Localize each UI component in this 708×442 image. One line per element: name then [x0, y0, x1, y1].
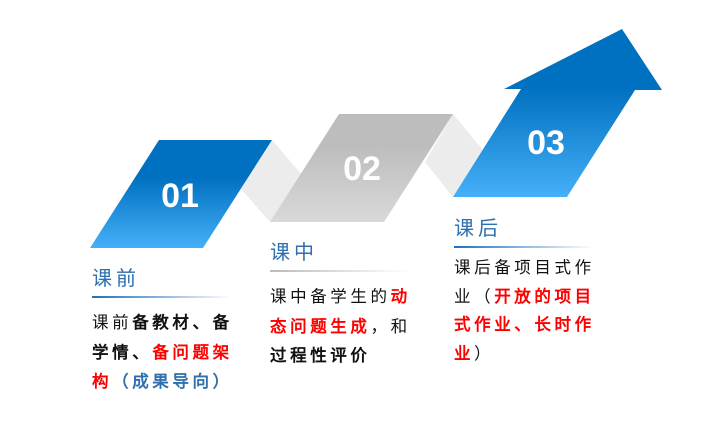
text-segment: 态问题生成	[270, 316, 371, 336]
text-segment: 过程性评价	[270, 346, 371, 365]
body-line: 业（开放的项目	[454, 283, 595, 312]
text-segment: 课后备项目式作	[454, 258, 595, 277]
text-segment: 备教材、备	[132, 313, 233, 332]
body-line: 学情、备问题架	[92, 338, 233, 368]
step-03-section: 课后 课后备项目式作业（开放的项目式作业、长时作业）	[454, 216, 595, 368]
text-segment: 业	[454, 343, 475, 363]
text-segment: 课前	[92, 313, 133, 332]
body-line: 态问题生成，和	[270, 312, 411, 342]
text-segment: 课中备学生的	[270, 287, 391, 306]
body-line: 课后备项目式作	[454, 254, 595, 283]
step-01-title: 课前	[92, 266, 140, 290]
step-03-divider	[454, 246, 594, 248]
body-line: 业）	[454, 340, 595, 369]
text-segment: 动	[390, 287, 411, 306]
step-01-section: 课前 课前备教材、备学情、备问题架构（成果导向）	[92, 266, 233, 397]
step-01-number: 01	[161, 177, 199, 215]
text-segment: 业（	[454, 286, 495, 306]
step-02-divider	[270, 270, 410, 272]
step-01-body: 课前备教材、备学情、备问题架构（成果导向）	[92, 308, 233, 397]
step-03-number: 03	[527, 124, 565, 162]
text-segment: ）	[474, 343, 495, 363]
step-01-divider	[92, 296, 232, 298]
step-02-title: 课中	[270, 240, 318, 264]
step-02-shape	[270, 114, 453, 222]
text-segment: 开放的项目	[494, 286, 595, 306]
step-01-shape	[90, 140, 272, 248]
text-segment: 式作业、长时作	[454, 315, 595, 334]
body-line: 式作业、长时作	[454, 311, 595, 340]
connector-2-3	[425, 114, 483, 197]
body-line: 课前备教材、备	[92, 308, 233, 338]
text-segment: ，和	[370, 316, 411, 336]
connector-1-2	[241, 140, 303, 222]
step-02-body: 课中备学生的动态问题生成，和过程性评价	[270, 282, 411, 371]
step-02-number: 02	[343, 150, 381, 188]
text-segment: （成果导向）	[112, 372, 233, 391]
body-line: 过程性评价	[270, 341, 411, 371]
step-03-arrow-shape	[453, 29, 662, 197]
body-line: 构（成果导向）	[92, 367, 233, 397]
body-line: 课中备学生的动	[270, 282, 411, 312]
text-segment: 备问题架	[152, 342, 233, 362]
step-03-body: 课后备项目式作业（开放的项目式作业、长时作业）	[454, 254, 595, 368]
step-03-title: 课后	[454, 216, 502, 240]
text-segment: 学情、	[92, 342, 153, 362]
text-segment: 构	[92, 372, 113, 391]
step-02-section: 课中 课中备学生的动态问题生成，和过程性评价	[270, 240, 411, 371]
